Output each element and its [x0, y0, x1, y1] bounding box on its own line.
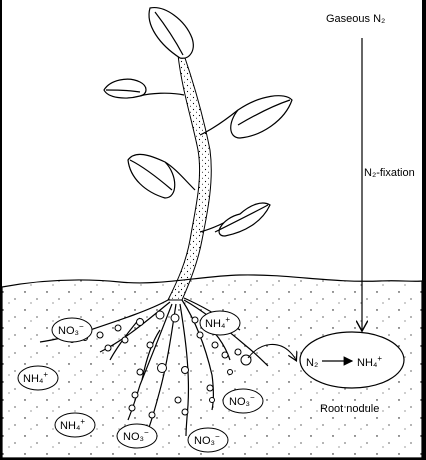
gaseous-n2-label: Gaseous N₂: [326, 13, 385, 25]
plant-stem: [167, 54, 212, 301]
leaf-top: [148, 7, 194, 59]
soil-surface: [1, 274, 423, 459]
leaf-right-upper: [230, 95, 293, 139]
ion-no3-bottom-mid: NO₃−: [116, 423, 158, 449]
svg-text:NH₄+: NH₄+: [23, 370, 48, 385]
ion-nh4-bottom-left: NH₄+: [54, 412, 96, 438]
ion-nh4-left: NH₄+: [17, 365, 59, 391]
ion-no3-bottom-right: NO₃−: [187, 427, 229, 453]
nodule-nh4-label: NH₄+: [357, 354, 382, 369]
leaf-left-upper: [103, 78, 147, 99]
svg-text:NH₄+: NH₄+: [205, 315, 230, 330]
svg-text:NH₄+: NH₄+: [60, 417, 85, 432]
n2-fixation-label: N₂-fixation: [364, 167, 415, 179]
plant-leaves: [103, 7, 293, 237]
root-nodules: [69, 310, 252, 419]
svg-text:NO₃−: NO₃−: [229, 393, 255, 408]
ion-nh4-top-right: NH₄+: [199, 310, 241, 336]
svg-text:NO₃−: NO₃−: [194, 432, 220, 447]
ion-no3-right: NO₃−: [222, 388, 264, 414]
svg-text:NO₃−: NO₃−: [58, 322, 84, 337]
svg-text:NO₃−: NO₃−: [123, 428, 149, 443]
root-nodule-label: Root nodule: [320, 403, 379, 415]
nodule-link-arrow: [247, 344, 296, 360]
ion-no3-top-left: NO₃−: [51, 317, 93, 343]
nodule-n2-label: N₂: [306, 357, 318, 369]
soil-ions: NO₃− NH₄+ NH₄+ NO₃− NH₄+ NO₃− NO₃−: [17, 310, 264, 453]
